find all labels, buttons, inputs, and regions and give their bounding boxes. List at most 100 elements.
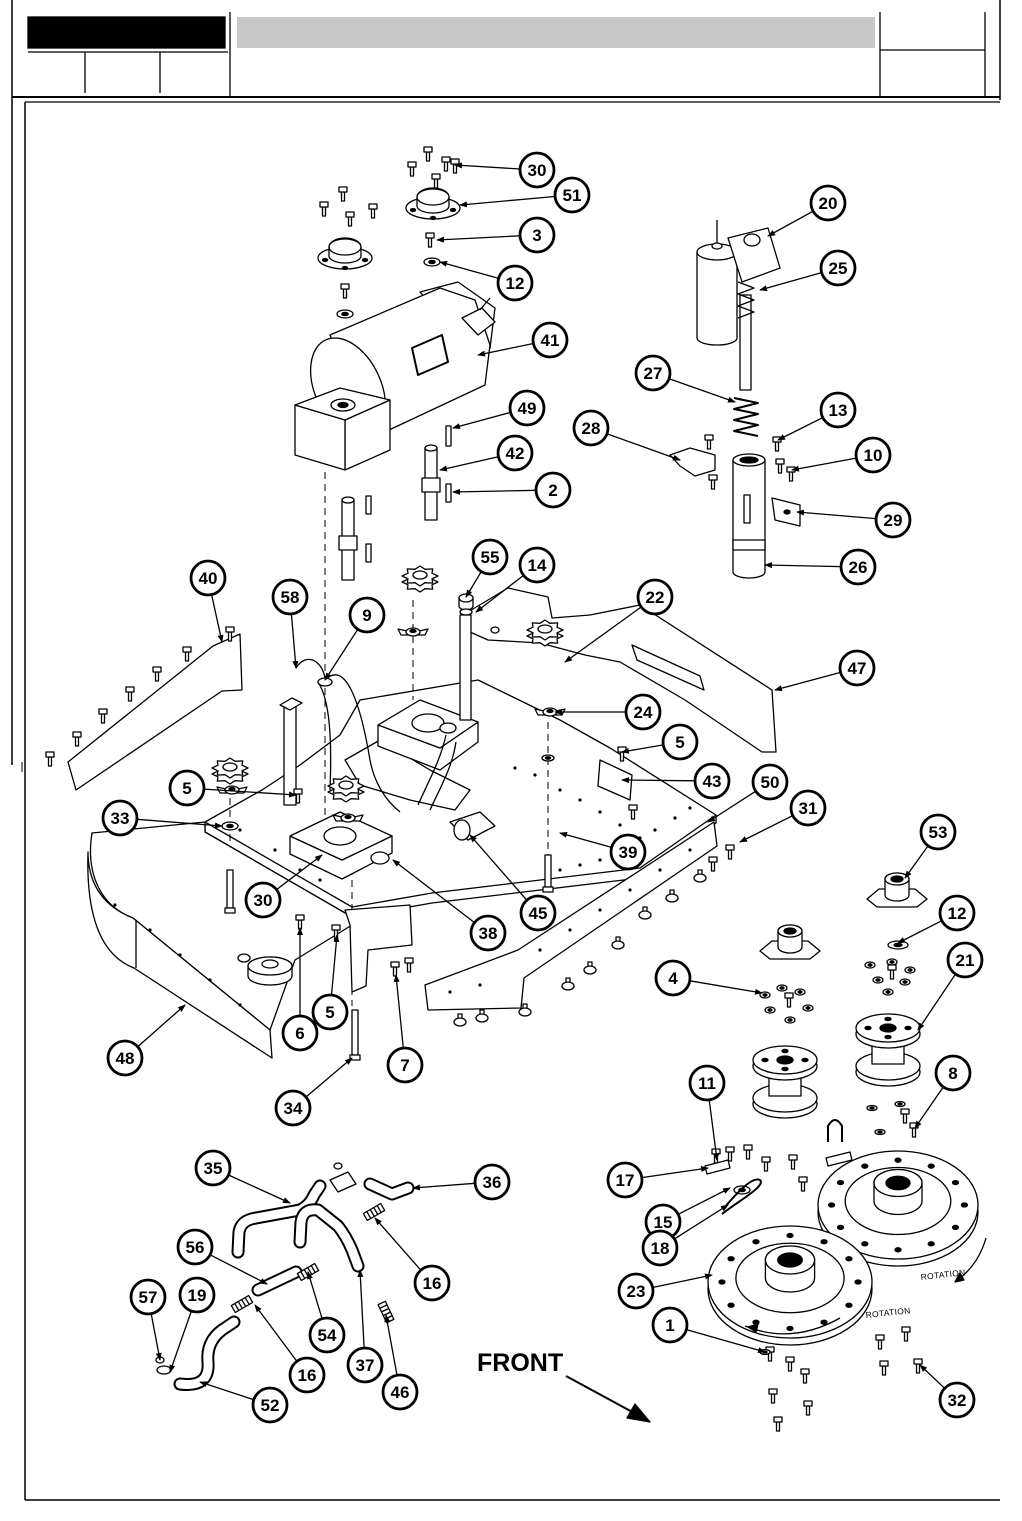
screw-28-shank: [706, 439, 712, 450]
callout-leader: [307, 1271, 323, 1319]
callout-number: 13: [829, 401, 848, 420]
back-skirt-hole: [490, 626, 500, 634]
callout-leader: [465, 571, 482, 598]
key-49: [445, 425, 452, 447]
drive-shaft-left-top: [341, 496, 355, 504]
bearing-cap-51-flange-hole: [429, 215, 437, 221]
strip-screw-head: [72, 731, 82, 738]
callout-leader: [677, 1187, 731, 1215]
bolt-head: [798, 1176, 808, 1183]
callout-balloon: [518, 546, 556, 584]
motor-nameplate: [411, 334, 449, 376]
hose-clamp: [329, 1171, 357, 1193]
callout-leader: [469, 834, 528, 901]
callout-number: 27: [644, 364, 663, 383]
fitting-46-barb: [381, 1307, 390, 1313]
bumper-31-pad: [693, 873, 707, 883]
screw-1-head: [803, 1400, 813, 1407]
fitting-16-body: [230, 1294, 254, 1314]
screw-28-head: [704, 434, 714, 441]
spring-27: [733, 397, 759, 437]
clamp-19: [156, 1365, 172, 1375]
side-skirt-hole: [448, 990, 452, 994]
screw-3-shank: [427, 237, 433, 248]
callout-balloon: [469, 914, 507, 952]
callout-balloon: [661, 723, 699, 761]
hose-56: [253, 1267, 301, 1295]
screw-30-shank: [340, 191, 346, 202]
side-skirt-50: [424, 821, 718, 1011]
callout-balloon: [938, 1381, 976, 1419]
fitting-16: [362, 1202, 386, 1222]
brush-disc-23-tuft: [861, 1163, 869, 1169]
callout-number: 58: [281, 588, 300, 607]
bolt-shank: [790, 1159, 796, 1170]
callout-balloon: [194, 1149, 232, 1187]
screw-32-shank: [881, 1365, 887, 1376]
nut-4-hole: [762, 993, 768, 997]
callout-balloon: [473, 1163, 511, 1201]
key-left-lower: [365, 543, 372, 563]
callout-number: 4: [668, 969, 678, 988]
screw-31-head: [708, 856, 718, 863]
brush-disc-23-tuft: [836, 1224, 845, 1231]
screw-32-head: [879, 1360, 889, 1367]
strip-screw-shank: [127, 691, 133, 702]
callout-leader: [686, 1328, 766, 1353]
washer-8-hole: [897, 1102, 903, 1106]
callout-balloon: [688, 1064, 726, 1102]
callout-leader: [439, 456, 499, 472]
screw-30-head: [368, 203, 378, 210]
fitting-16-barb: [237, 1301, 243, 1309]
callout-balloon: [348, 596, 386, 634]
bolt-4-shank: [889, 969, 895, 980]
callout-leader: [689, 980, 763, 995]
bracket-43: [597, 759, 633, 801]
nut-4-hole: [797, 990, 803, 994]
callout-number: 18: [651, 1239, 670, 1258]
callout-leader: [777, 417, 824, 441]
callout-number: 47: [848, 659, 867, 678]
callout-number: 31: [799, 799, 818, 818]
strip-screw-head: [45, 751, 55, 758]
screw-30-shank: [425, 151, 431, 162]
actuator-gearhead-boss: [743, 233, 761, 247]
strip-screw-head: [125, 686, 135, 693]
screw-30-head: [345, 211, 355, 218]
bumper-31-pad: [583, 965, 597, 975]
callout-number: 37: [356, 1356, 375, 1375]
strip-screw-head: [182, 646, 192, 653]
callout-leader: [559, 831, 612, 849]
callout-balloon: [271, 578, 309, 616]
screw-30-shank: [370, 208, 376, 219]
caster-stud: [237, 953, 251, 963]
callout-number: 14: [528, 556, 547, 575]
callout-leader: [668, 378, 736, 403]
screw-32-shank: [903, 1331, 909, 1342]
callout-leader: [384, 1314, 398, 1376]
bumper-31-pad: [665, 893, 679, 903]
callout-number: 16: [423, 1274, 442, 1293]
knob-22-hub: [537, 624, 553, 634]
deck-hole: [673, 816, 677, 820]
brush-disc-23-tuft: [820, 1239, 828, 1245]
bolt-34-shank: [351, 1009, 359, 1056]
bumper-31-pad: [453, 1017, 467, 1027]
callout-balloon: [617, 1272, 655, 1310]
callout-leader: [436, 235, 521, 243]
screw-1-shank: [770, 1393, 776, 1404]
strap-eye: [439, 722, 457, 734]
callout-balloon: [519, 894, 557, 932]
screw-30-shank: [433, 178, 439, 189]
knob-22-hub: [338, 780, 354, 790]
screw-5-head: [331, 924, 341, 931]
callout-leader: [774, 671, 841, 692]
fitting-16-barb: [376, 1205, 382, 1213]
callout-leader: [914, 1086, 944, 1129]
callout-leader: [674, 1204, 729, 1240]
bolt-4-head: [887, 964, 897, 971]
side-skirt-hole: [658, 868, 662, 872]
callout-number: 12: [506, 274, 525, 293]
callout-balloon: [641, 1229, 679, 1267]
bolt-39-shank: [544, 854, 552, 888]
